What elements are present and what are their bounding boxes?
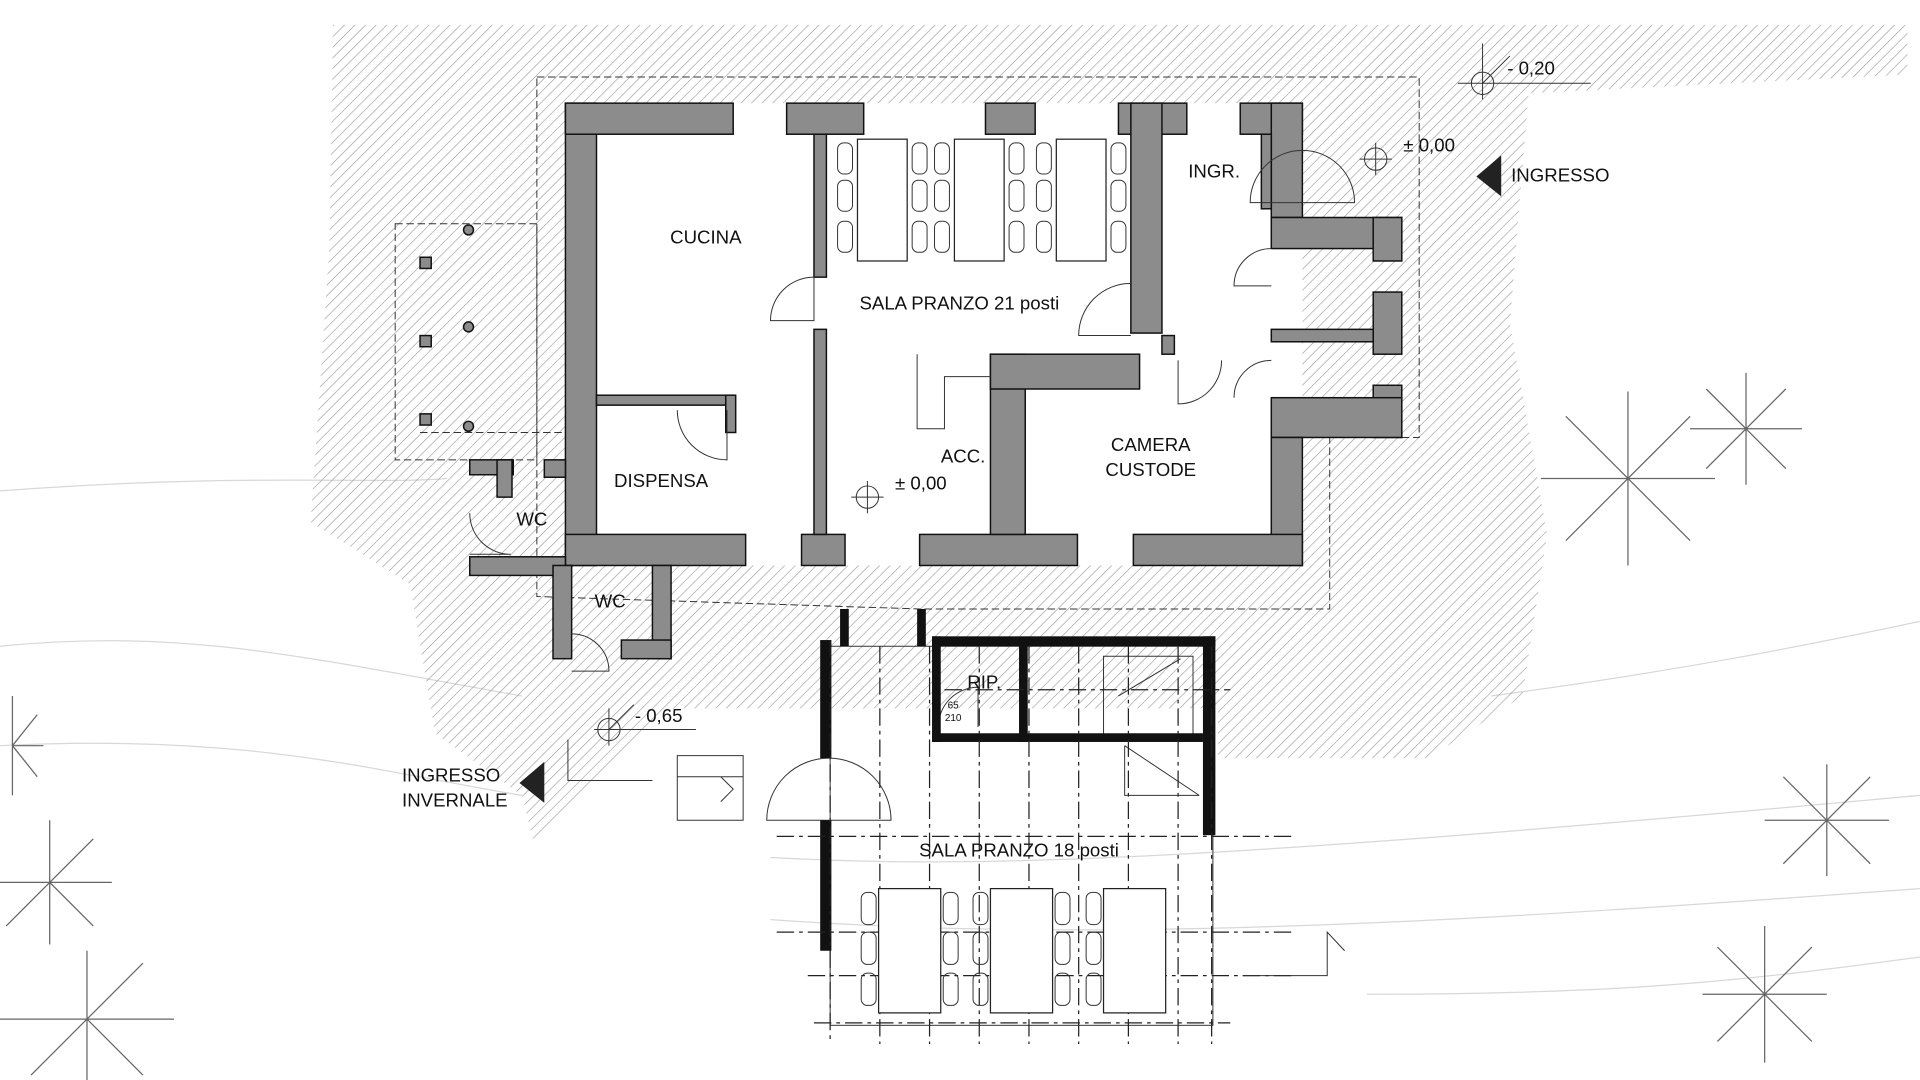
room-label-sala-pranzo-18: SALA PRANZO 18 posti [919,839,1119,860]
level-interior: ± 0,00 [895,473,947,494]
counter [916,354,991,430]
tables-lower [860,887,1167,1014]
entrance-label: INGRESSO [1511,164,1609,185]
room-label-ingr: INGR. [1188,161,1240,182]
tables-upper [837,138,1127,262]
room-label-sala-pranzo-21: SALA PRANZO 21 posti [859,292,1059,313]
room-label-rip: RIP. [967,672,1001,693]
doors [469,149,1356,821]
level-winter: - 0,65 [635,705,683,726]
door-height: 210 [945,713,962,724]
level-top: - 0,20 [1507,58,1555,79]
tree-icons [0,372,1889,1080]
room-label-custode: CUSTODE [1105,459,1196,480]
porch-outline [394,223,538,461]
room-label-wc-2: WC [595,591,626,612]
entrance-arrow-icon [1476,155,1502,197]
winter-entrance-label-2: INVERNALE [402,790,508,811]
level-markers [567,43,1591,977]
porch-posts [419,224,475,433]
room-label-wc-1: WC [516,509,547,530]
room-label-dispensa: DISPENSA [614,470,709,491]
level-entrance: ± 0,00 [1403,135,1455,156]
walls [469,102,1403,660]
winter-entrance-arrow-icon [519,761,545,803]
room-label-acc: ACC. [941,445,985,466]
labels: CUCINA SALA PRANZO 21 posti INGR. DISPEN… [402,58,1610,861]
door-width: 65 [948,700,960,711]
room-label-camera: CAMERA [1111,434,1191,455]
winter-entrance-label-1: INGRESSO [402,765,500,786]
extension [676,608,1293,1044]
roof-outline [536,76,1420,610]
room-label-cucina: CUCINA [670,227,742,248]
